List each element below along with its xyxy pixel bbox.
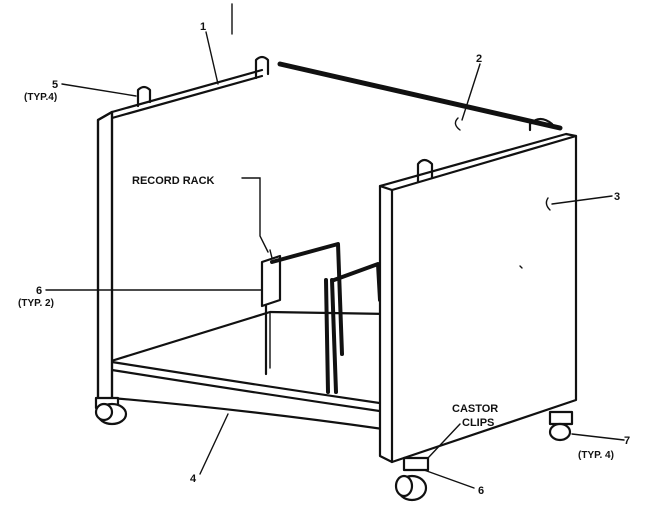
label-part-6-bottom: 6 bbox=[478, 485, 484, 497]
label-part-2: 2 bbox=[476, 53, 482, 65]
label-part-6-left-typ: (TYP. 2) bbox=[18, 298, 54, 309]
label-part-7-typ: (TYP. 4) bbox=[578, 450, 614, 461]
label-part-5-typ: (TYP.4) bbox=[24, 92, 57, 103]
back-rail bbox=[110, 55, 270, 120]
label-castor-clips-line-1: CASTOR bbox=[452, 403, 498, 415]
diagram-labels: 1 5 (TYP.4) 2 RECORD RACK 3 6 (TYP. 2) C… bbox=[18, 21, 630, 497]
left-side-panel bbox=[96, 110, 114, 404]
castor-right-rear bbox=[548, 410, 574, 442]
label-record-rack: RECORD RACK bbox=[132, 175, 215, 187]
record-rack bbox=[260, 242, 382, 394]
label-part-3: 3 bbox=[614, 191, 620, 203]
label-part-1: 1 bbox=[200, 21, 206, 33]
label-part-7: 7 bbox=[624, 435, 630, 447]
bottom-shelf bbox=[106, 310, 392, 432]
hook-left bbox=[136, 85, 152, 108]
label-part-6-left: 6 bbox=[36, 285, 42, 297]
castor-left-front bbox=[94, 396, 128, 426]
leader-lines bbox=[45, 3, 625, 489]
label-part-4: 4 bbox=[190, 473, 197, 485]
label-part-5: 5 bbox=[52, 79, 58, 91]
castor-right-front bbox=[394, 456, 430, 502]
right-side-panel bbox=[378, 132, 578, 464]
top-rod bbox=[277, 61, 563, 132]
label-castor-clips-line-2: CLIPS bbox=[462, 417, 494, 429]
